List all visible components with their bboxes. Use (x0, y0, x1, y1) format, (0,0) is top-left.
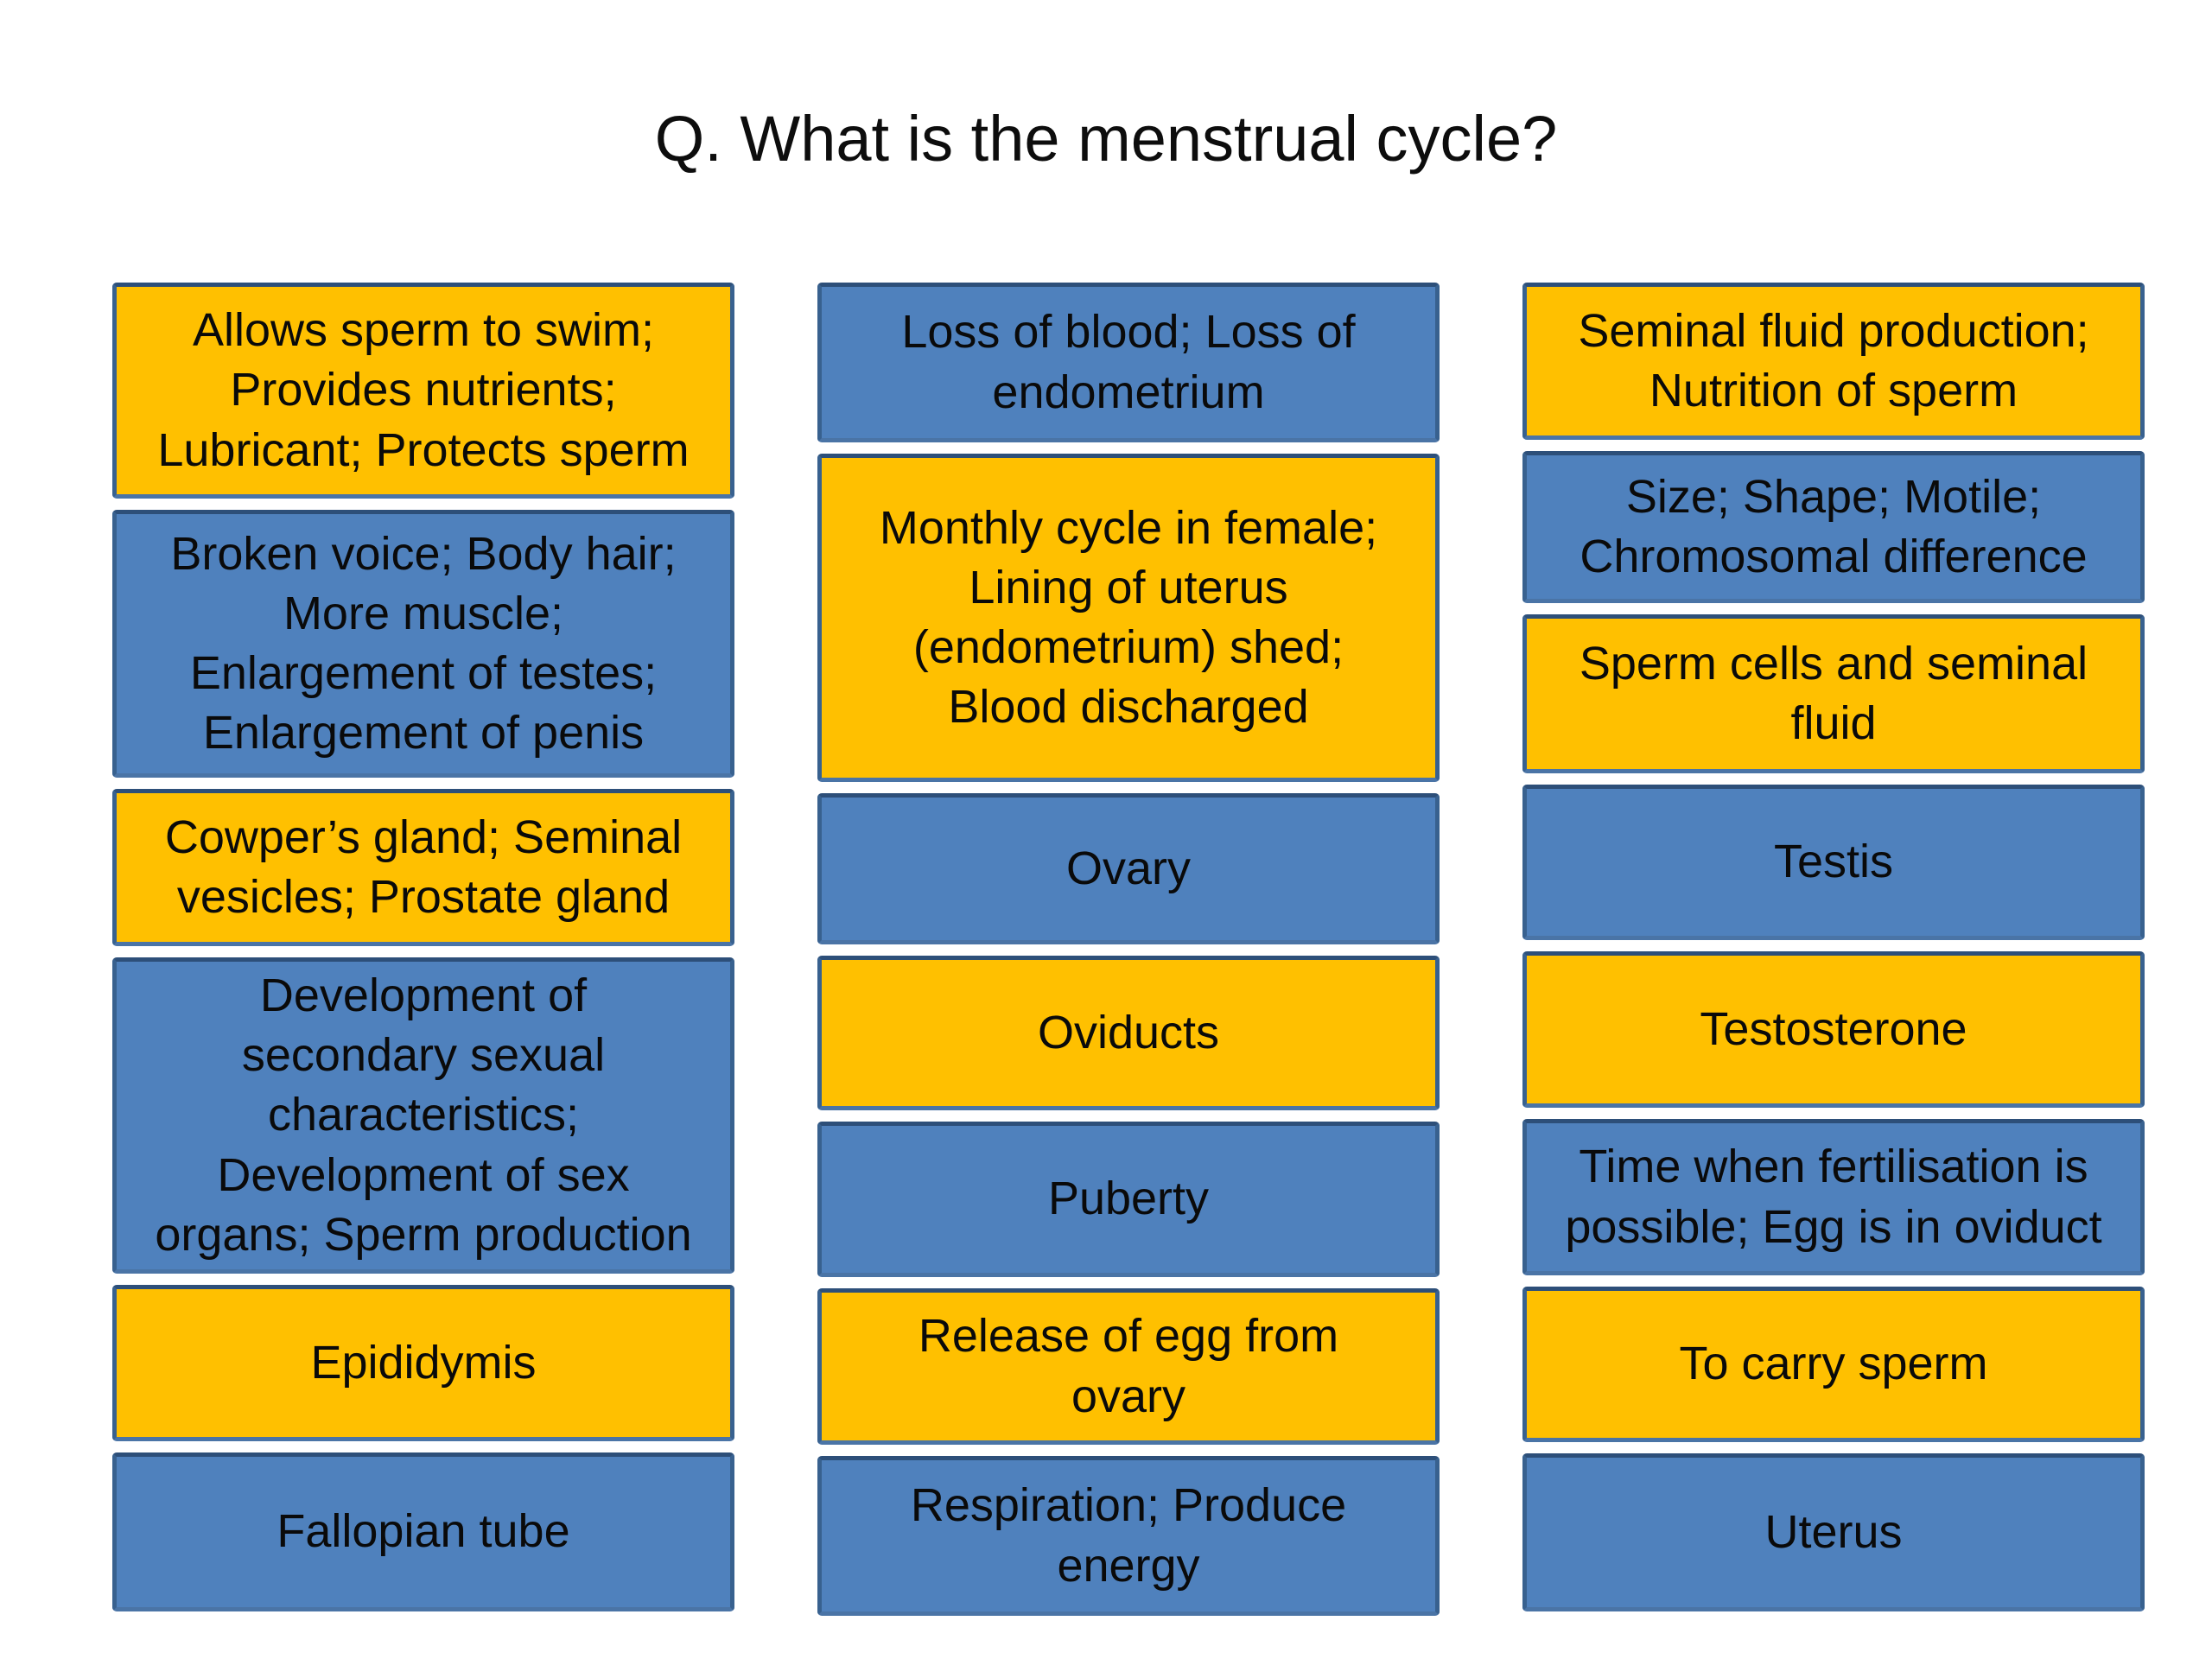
matching-card: Fallopian tube (112, 1452, 734, 1611)
matching-card: Loss of blood; Loss of endometrium (817, 283, 1440, 442)
matching-card: Testis (1522, 785, 2145, 940)
matching-card: To carry sperm (1522, 1287, 2145, 1442)
matching-card: Seminal fluid production; Nutrition of s… (1522, 283, 2145, 440)
matching-card: Epididymis (112, 1285, 734, 1441)
matching-card: Time when fertilisation is possible; Egg… (1522, 1119, 2145, 1275)
matching-card: Allows sperm to swim; Provides nutrients… (112, 283, 734, 499)
matching-card: Cowper’s gland; Seminal vesicles; Prosta… (112, 789, 734, 946)
card-column-2: Loss of blood; Loss of endometrium Month… (817, 283, 1440, 1616)
matching-card: Sperm cells and seminal fluid (1522, 614, 2145, 773)
card-column-1: Allows sperm to swim; Provides nutrients… (112, 283, 734, 1616)
matching-card: Size; Shape; Motile; Chromosomal differe… (1522, 451, 2145, 603)
matching-card: Ovary (817, 793, 1440, 944)
card-column-3: Seminal fluid production; Nutrition of s… (1522, 283, 2145, 1616)
matching-card: Broken voice; Body hair; More muscle; En… (112, 510, 734, 778)
matching-card: Testosterone (1522, 951, 2145, 1108)
card-grid: Allows sperm to swim; Provides nutrients… (0, 283, 2212, 1616)
slide-title: Q. What is the menstrual cycle? (654, 103, 1558, 175)
matching-card: Puberty (817, 1122, 1440, 1277)
matching-card: Monthly cycle in female; Lining of uteru… (817, 454, 1440, 782)
matching-card: Uterus (1522, 1453, 2145, 1611)
matching-card: Respiration; Produce energy (817, 1456, 1440, 1616)
matching-card: Development of secondary sexual characte… (112, 957, 734, 1274)
matching-card: Release of egg from ovary (817, 1288, 1440, 1445)
matching-card: Oviducts (817, 956, 1440, 1110)
